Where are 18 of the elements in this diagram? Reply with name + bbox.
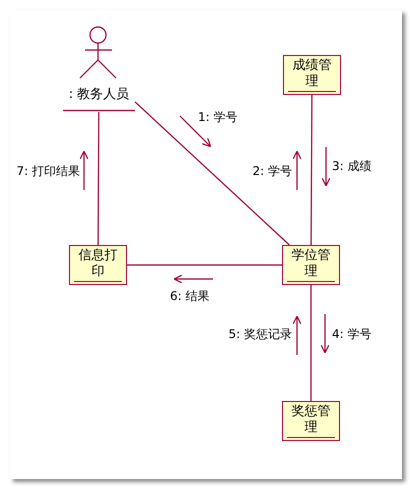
object-name: 信息打印: [74, 248, 122, 282]
link-line: [134, 101, 290, 246]
object-name: 奖惩管理: [287, 404, 335, 438]
message-label: 4: 学号: [332, 327, 372, 341]
message-label: 5: 奖惩记录: [228, 327, 292, 341]
object-name: 成绩管理: [288, 58, 336, 92]
message-label: 6: 结果: [170, 289, 210, 303]
message-label: 7: 打印结果: [16, 164, 80, 178]
link-line: [310, 95, 312, 245]
message-label: 2: 学号: [252, 164, 292, 178]
link-line: [127, 264, 282, 266]
object-name: 学位管理: [287, 248, 335, 282]
message-label: 3: 成绩: [332, 159, 372, 173]
message-label: 1: 学号: [198, 110, 238, 124]
actor-figure: [63, 25, 135, 112]
link-line: [98, 112, 100, 245]
object-name: : 教务人员: [68, 87, 130, 103]
link-line: [310, 285, 312, 401]
